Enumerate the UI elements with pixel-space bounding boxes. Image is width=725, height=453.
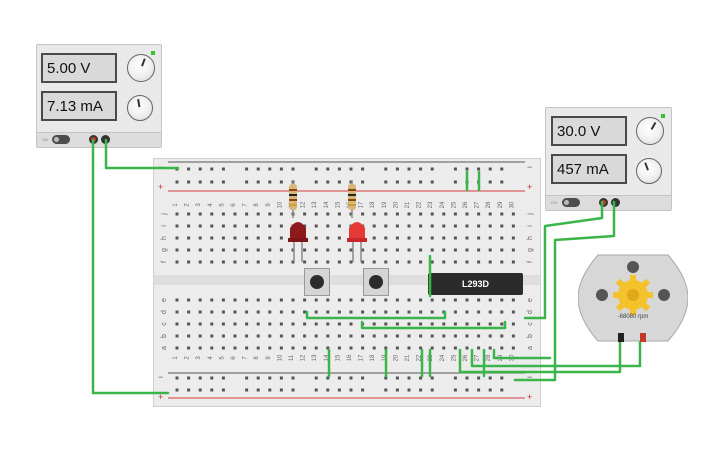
output-on-led [661, 114, 665, 118]
wire [523, 200, 604, 320]
wire [513, 200, 616, 382]
rail-minus-sign-bottom-right: − [527, 372, 533, 382]
rail-plus-sign-top-left: + [158, 182, 164, 192]
rail-plus-sign-bottom-left: + [158, 392, 164, 402]
rail-plus-sign-top-right: + [527, 182, 533, 192]
wire [360, 320, 507, 330]
rail-plus-sign-bottom-right: + [527, 392, 533, 402]
current-display: 457 mA [551, 154, 627, 184]
power-supply-right[interactable]: 30.0 V 457 mA ON [545, 107, 672, 211]
chip-label: L293D [461, 279, 489, 289]
motor-rpm-label: -68080 rpm [617, 314, 649, 320]
output-on-led [151, 51, 155, 55]
led-red[interactable] [347, 222, 367, 262]
resistor[interactable] [289, 180, 297, 218]
power-switch[interactable] [52, 135, 70, 144]
wire [104, 138, 180, 170]
rail-minus-sign-top-right: − [527, 162, 533, 172]
dc-motor[interactable] [578, 253, 688, 343]
wire [305, 310, 447, 320]
voltage-display: 5.00 V [41, 53, 117, 83]
voltage-display: 30.0 V [551, 116, 627, 146]
power-switch[interactable] [562, 198, 580, 207]
voltage-knob[interactable] [636, 117, 664, 145]
gear-icon [613, 275, 653, 315]
negative-terminal[interactable] [611, 198, 620, 207]
power-supply-left[interactable]: 5.00 V 7.13 mA ON [36, 44, 162, 148]
current-knob[interactable] [127, 95, 153, 121]
wire [458, 336, 622, 374]
wire [91, 138, 170, 395]
on-label: ON [551, 200, 557, 205]
resistor[interactable] [348, 180, 356, 218]
wire [492, 348, 552, 360]
current-display: 7.13 mA [41, 91, 117, 121]
psu-control-strip: ON [546, 195, 671, 210]
rail-minus-sign-bottom-left: − [158, 372, 164, 382]
on-label: ON [42, 137, 48, 142]
voltage-knob[interactable] [127, 54, 155, 82]
l293d-chip[interactable]: L293D [428, 273, 523, 295]
wire [470, 336, 642, 368]
push-button-right[interactable] [363, 268, 389, 296]
push-button-left[interactable] [304, 268, 330, 296]
positive-terminal[interactable] [599, 198, 608, 207]
current-knob[interactable] [636, 158, 662, 184]
led-dark-red[interactable] [288, 222, 308, 262]
